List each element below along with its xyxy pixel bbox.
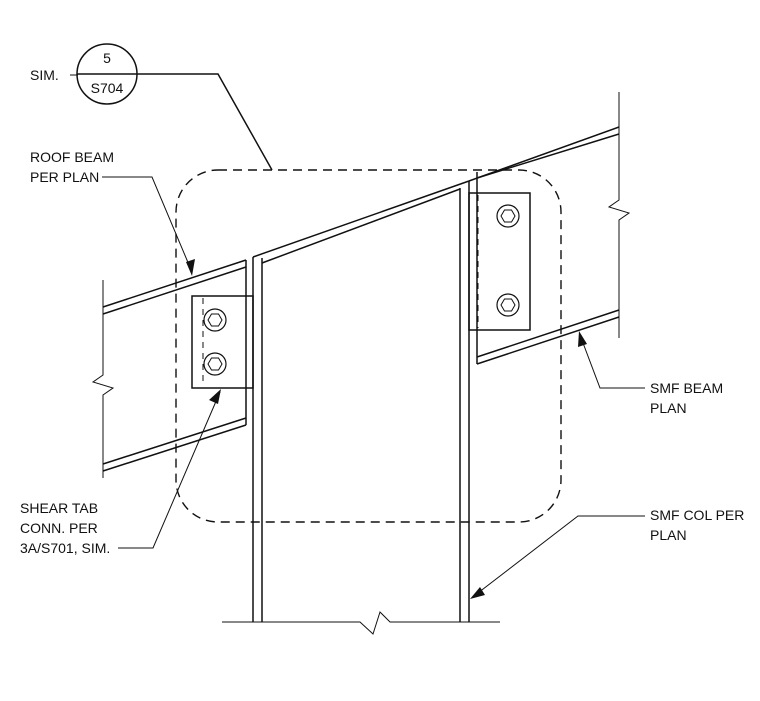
smf-column [222, 180, 500, 635]
smf-beam-bottom-flange-outer [476, 316, 620, 365]
smf-beam-right [468, 92, 631, 365]
callout-sheet-number: S704 [91, 80, 124, 96]
roof-beam-top-flange-inner [102, 266, 247, 315]
label-line: SMF BEAM [650, 380, 723, 396]
label-line: ROOF BEAM [30, 149, 114, 165]
roof-beam-left [91, 259, 247, 478]
label-line: CONN. PER [20, 520, 98, 536]
label-line: 3A/S701, SIM. [20, 540, 110, 556]
leader-line [579, 334, 645, 389]
roof-beam-top-flange-outer [102, 259, 247, 308]
label-smf-col: SMF COL PER PLAN [470, 507, 744, 599]
label-line: SHEAR TAB [20, 500, 98, 516]
leader-line [473, 515, 645, 597]
roof-beam-bottom-flange-outer [102, 424, 247, 472]
label-smf-beam: SMF BEAM PLAN [578, 331, 723, 416]
arrowhead-icon [578, 331, 587, 347]
label-line: PER PLAN [30, 169, 99, 185]
shear-tab-plate [191, 295, 254, 389]
label-roof-beam: ROOF BEAM PER PLAN [30, 149, 195, 276]
smf-beam-break-line [607, 92, 631, 338]
column-cap-plate-top [252, 180, 470, 258]
detail-boundary [175, 169, 562, 523]
label-line: PLAN [650, 527, 687, 543]
smf-beam-top-flange-inner [476, 133, 620, 179]
bolt-icon [203, 352, 227, 376]
label-shear-tab: SHEAR TAB CONN. PER 3A/S701, SIM. [20, 389, 221, 556]
leader-line [118, 391, 221, 549]
roof-beam-bottom-flange-inner [102, 417, 247, 465]
callout-leader-line [137, 73, 273, 171]
shear-tab-right [468, 192, 531, 331]
arrowhead-icon [209, 389, 221, 404]
detail-callout[interactable]: SIM. 5 S704 [30, 43, 273, 171]
column-break-line [222, 611, 500, 635]
column-cap-plate-bottom [261, 188, 461, 264]
arrowhead-icon [186, 259, 195, 276]
label-line: PLAN [650, 400, 687, 416]
bolt-icon [496, 204, 520, 228]
roof-beam-break-line [91, 280, 115, 478]
callout-detail-number: 5 [103, 50, 111, 66]
shear-tab-plate [468, 192, 531, 331]
smf-beam-bottom-flange-inner [476, 309, 620, 358]
leader-line [102, 176, 193, 273]
shear-tab-left [191, 295, 254, 389]
bolt-icon [203, 308, 227, 332]
bolt-icon [496, 293, 520, 317]
arrowhead-icon [470, 587, 485, 599]
callout-prefix: SIM. [30, 67, 59, 83]
label-line: SMF COL PER [650, 507, 744, 523]
